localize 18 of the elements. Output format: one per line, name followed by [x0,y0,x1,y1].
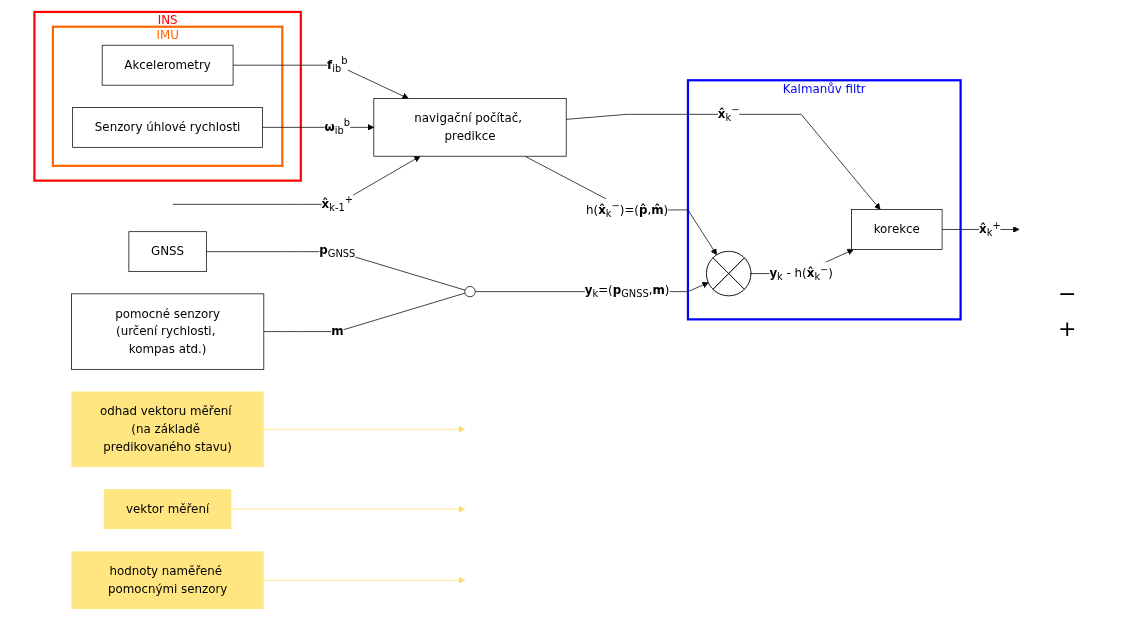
node-circle [464,286,476,298]
sign-label: − [1058,280,1078,306]
node-box: navigační počítač, predikce [373,98,567,157]
node-box: Akcelerometry [101,44,234,86]
node-box: hodnoty naměřené pomocnými senzory [71,551,264,610]
edge-label: y$_{k}$ - h(x̂$_{k}$$^{−}$) [769,263,833,283]
edge-label: h(x̂$_{k}$$^{−}$)=(p̂,m̂) [586,200,669,219]
node-box: odhad vektoru měření (na základě predikovaného stavu) [71,391,264,467]
edge-label: y$_{k}$=(p$_{GNSS}$,m) [584,283,670,300]
sign-label: + [1058,315,1078,341]
edge-label: p$_{GNSS}$ [319,243,356,260]
node-box: vektor měření [103,489,232,530]
node-box: pomocné senzory (určení rychlosti, kompas atd.) [71,293,265,370]
node-box: korekce [851,209,943,250]
node-box: GNSS [128,231,207,272]
node-box: Senzory úhlové rychlosti [72,107,263,148]
edge-label: m [331,324,344,339]
connector [263,292,466,332]
